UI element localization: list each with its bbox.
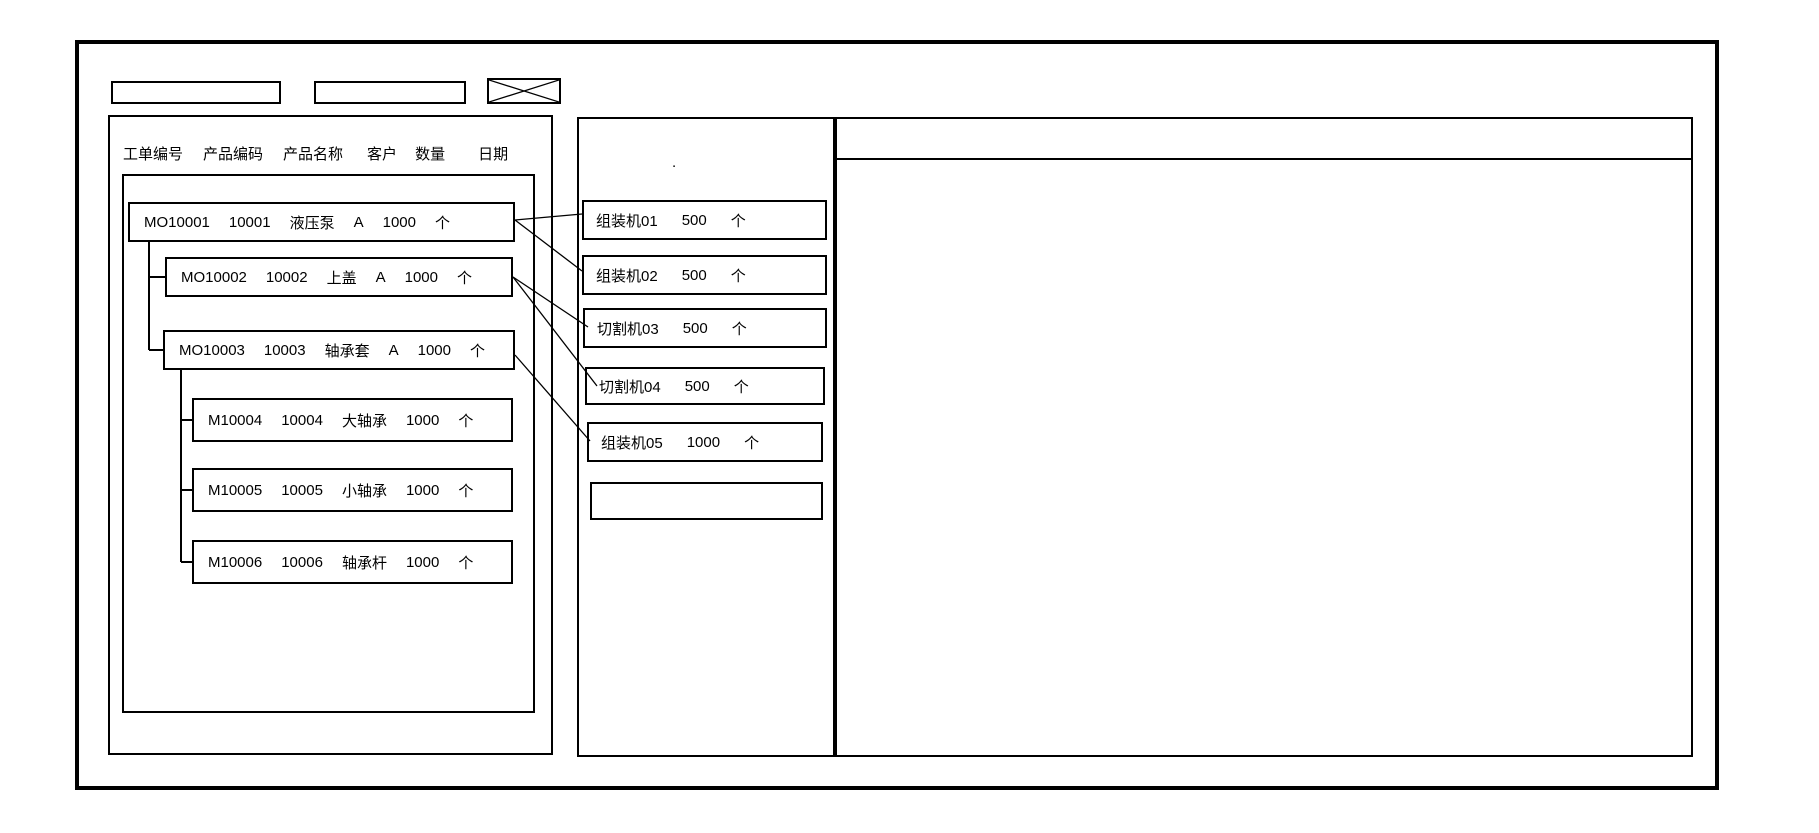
order-card-mo10001[interactable]: MO10001 10001 液压泵 A 1000 个	[128, 202, 515, 242]
product-name: 小轴承	[341, 482, 387, 500]
detail-panel	[835, 117, 1693, 757]
order-no: MO10001	[144, 213, 210, 231]
quantity: 500	[684, 377, 710, 395]
product-name: 轴承套	[324, 342, 370, 360]
product-name: 轴承杆	[341, 554, 387, 572]
unit: 个	[457, 269, 473, 287]
customer: A	[388, 341, 399, 359]
order-card-m10004[interactable]: M10004 10004 大轴承 1000 个	[192, 398, 513, 442]
order-card-mo10003[interactable]: MO10003 10003 轴承套 A 1000 个	[163, 330, 515, 370]
unit: 个	[458, 554, 474, 572]
unit: 个	[730, 212, 746, 230]
order-no: MO10003	[179, 341, 245, 359]
order-card-mo10002[interactable]: MO10002 10002 上盖 A 1000 个	[165, 257, 513, 297]
column-header-product-code: 产品编码	[203, 146, 264, 163]
machine-slot-02[interactable]: 组装机02 500 个	[582, 255, 827, 295]
order-no: M10004	[208, 411, 263, 429]
quantity: 500	[681, 211, 707, 229]
product-code: 10006	[281, 553, 323, 571]
machine-name: 组装机02	[596, 267, 658, 285]
unit: 个	[744, 434, 760, 452]
machine-name: 切割机04	[599, 378, 661, 396]
quantity: 1000	[382, 213, 416, 231]
product-name: 液压泵	[289, 214, 335, 232]
product-name: 大轴承	[341, 412, 387, 430]
product-code: 10004	[281, 411, 323, 429]
unit: 个	[470, 342, 486, 360]
unit: 个	[458, 482, 474, 500]
quantity: 500	[681, 266, 707, 284]
unit: 个	[733, 378, 749, 396]
quantity: 1000	[405, 553, 440, 571]
machine-slot-04[interactable]: 切割机04 500 个	[585, 367, 825, 405]
unit: 个	[435, 214, 451, 232]
placeholder-dot: .	[672, 154, 677, 171]
machine-name: 组装机05	[601, 434, 663, 452]
detail-panel-header-divider	[837, 158, 1691, 160]
customer: A	[375, 268, 386, 286]
product-name: 上盖	[326, 269, 357, 287]
quantity: 500	[682, 319, 708, 337]
product-code: 10003	[263, 341, 306, 359]
order-no: M10006	[208, 553, 263, 571]
quantity: 1000	[404, 268, 438, 286]
quantity: 1000	[405, 481, 440, 499]
order-no: MO10002	[181, 268, 247, 286]
x-cross-icon	[489, 80, 559, 102]
machine-name: 组装机01	[596, 212, 658, 230]
quantity: 1000	[417, 341, 451, 359]
product-code: 10002	[265, 268, 308, 286]
order-card-m10005[interactable]: M10005 10005 小轴承 1000 个	[192, 468, 513, 512]
machine-slot-01[interactable]: 组装机01 500 个	[582, 200, 827, 240]
unit: 个	[731, 320, 747, 338]
machine-slot-05[interactable]: 组装机05 1000 个	[587, 422, 823, 462]
machine-name: 切割机03	[597, 320, 659, 338]
column-header-product-name: 产品名称	[283, 146, 344, 163]
image-placeholder-icon[interactable]	[487, 78, 561, 104]
toolbar-field-1[interactable]	[111, 81, 281, 104]
product-code: 10005	[281, 481, 323, 499]
column-headers: 工单编号 产品编码 产品名称 客户 数量 日期	[123, 146, 508, 164]
column-header-order-no: 工单编号	[123, 146, 184, 163]
unit: 个	[458, 412, 474, 430]
product-code: 10001	[228, 213, 271, 231]
quantity: 1000	[405, 411, 440, 429]
column-header-customer: 客户	[367, 146, 398, 163]
order-no: M10005	[208, 481, 263, 499]
order-tree-container	[122, 174, 535, 713]
machine-slot-03[interactable]: 切割机03 500 个	[583, 308, 827, 348]
quantity: 1000	[686, 433, 721, 451]
column-header-qty: 数量	[415, 146, 446, 163]
machine-slot-empty[interactable]	[590, 482, 823, 520]
column-header-date: 日期	[478, 146, 509, 163]
order-card-m10006[interactable]: M10006 10006 轴承杆 1000 个	[192, 540, 513, 584]
unit: 个	[730, 267, 746, 285]
toolbar-field-2[interactable]	[314, 81, 466, 104]
customer: A	[353, 213, 364, 231]
